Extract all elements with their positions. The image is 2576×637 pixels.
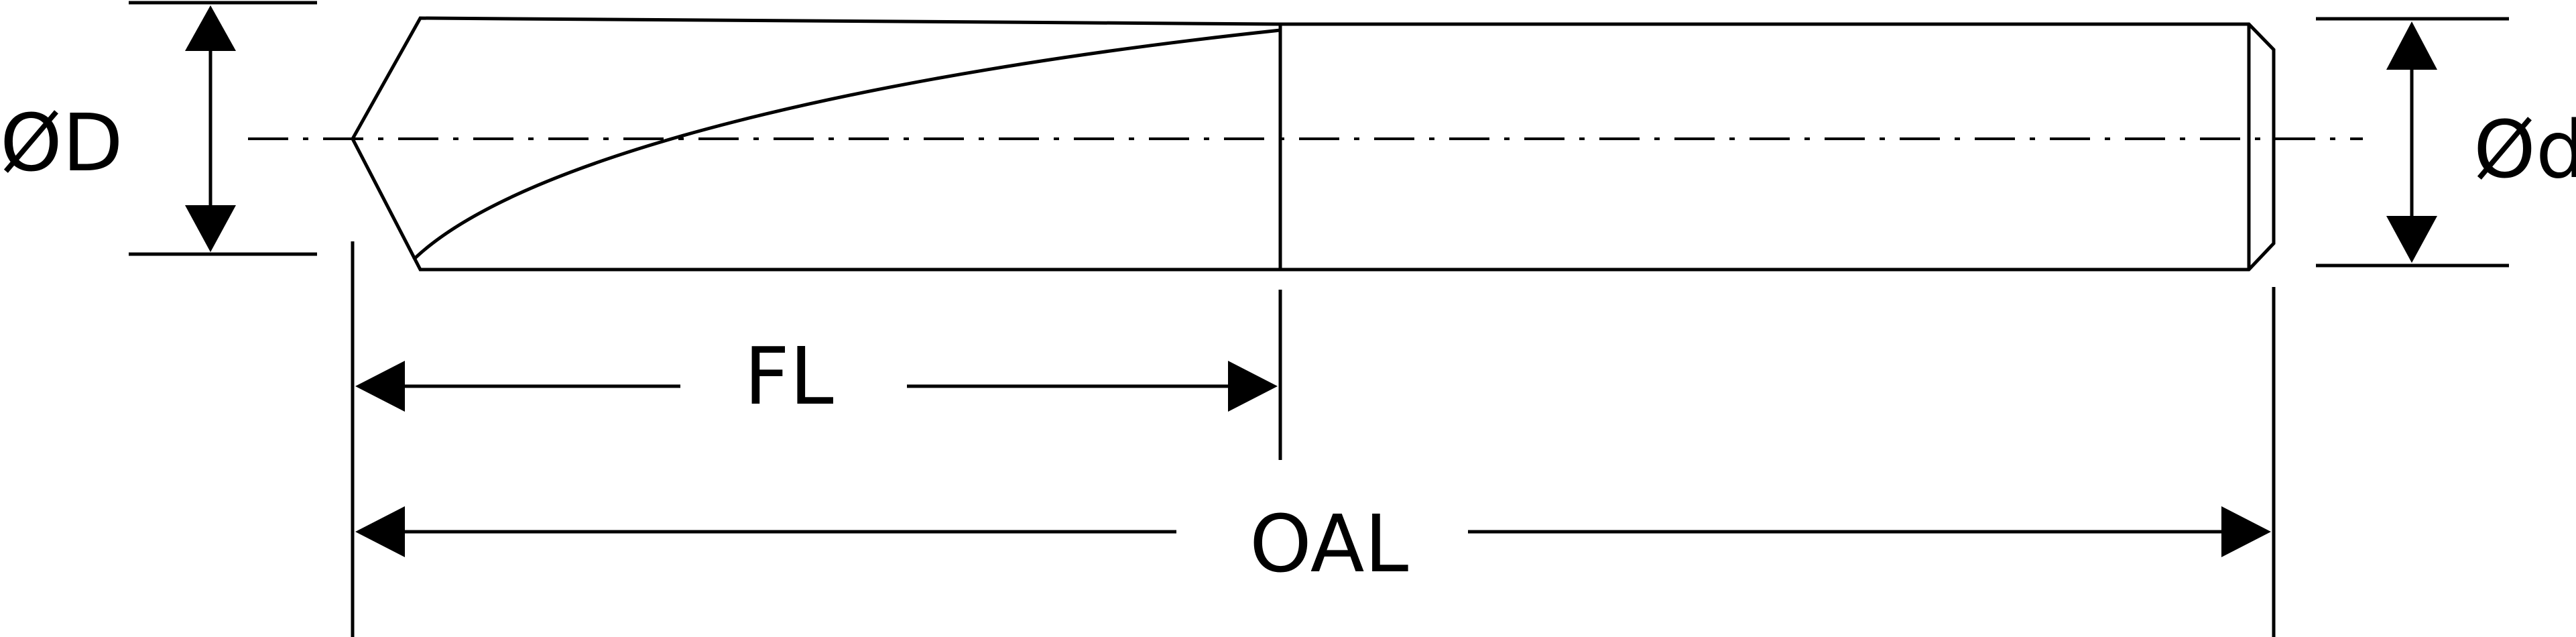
overall-length-dimension: OAL (355, 498, 2271, 590)
drill-flute-outline (351, 16, 1281, 272)
flute-helix-curve (412, 28, 1281, 261)
drill-body (351, 16, 2276, 272)
major-diameter-label: ØD (0, 97, 123, 189)
flute-length-dimension: FL (355, 330, 1278, 422)
overall-length-arrow-right (2221, 506, 2271, 557)
flute-length-arrow-left (355, 361, 405, 412)
shank-outline (1280, 22, 2276, 272)
flute-length-label: FL (744, 330, 834, 422)
major-diameter-arrow-up (185, 5, 236, 51)
shank-diameter-label: Ød (2473, 103, 2576, 196)
shank-diameter-arrow-up (2386, 21, 2437, 70)
shank-diameter-dimension: Ød (2316, 17, 2576, 268)
major-diameter-dimension: ØD (0, 1, 317, 256)
overall-length-arrow-left (355, 506, 405, 557)
shank-diameter-arrow-down (2386, 216, 2437, 263)
major-diameter-arrow-down (185, 205, 236, 252)
flute-length-arrow-right (1228, 361, 1278, 412)
overall-length-label: OAL (1249, 498, 1409, 590)
